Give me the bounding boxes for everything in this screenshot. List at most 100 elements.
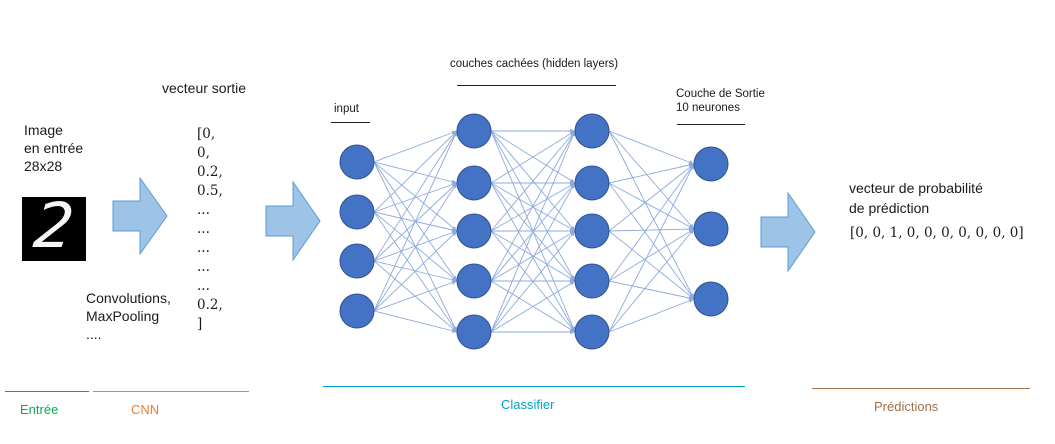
hidden1-neuron <box>456 113 492 149</box>
nn-connection <box>490 182 576 232</box>
nn-connection-arrowhead <box>570 183 575 189</box>
feature-value: [0, <box>197 126 216 142</box>
nn-connection <box>373 130 458 262</box>
nn-connection <box>373 211 458 333</box>
input-label-line-3: 28x28 <box>24 158 63 174</box>
nn-connection <box>373 260 458 333</box>
input-image-label: Image en entrée 28x28 <box>24 121 83 175</box>
nn-connection <box>608 228 695 333</box>
nn-connection <box>490 230 576 333</box>
hidden1-neuron <box>456 263 492 299</box>
feature-value: ] <box>197 316 203 332</box>
nn-connection <box>373 182 458 312</box>
nn-connection <box>608 228 695 282</box>
nn-connection-arrowhead <box>571 131 576 137</box>
hidden2-neuron <box>574 263 610 299</box>
section-label-predictions: Prédictions <box>874 399 939 414</box>
nn-connection <box>608 163 695 232</box>
prediction-title-line-1: vecteur de probabilité <box>849 180 983 196</box>
input-layer-label: input <box>334 103 359 115</box>
nn-connection <box>608 130 695 300</box>
nn-connection <box>608 182 695 300</box>
nn-connection <box>373 230 458 312</box>
output-neuron <box>693 146 729 182</box>
output-layer-label: Couche de Sortie 10 neurones <box>676 87 765 115</box>
hidden-layers-underline <box>457 85 616 86</box>
input-label-line-2: en entrée <box>24 140 84 156</box>
nn-connection <box>608 163 695 184</box>
nn-connection <box>490 280 576 333</box>
output-layer-underline <box>677 124 745 125</box>
feature-value: ... <box>197 240 210 256</box>
output-label-line-1: Couche de Sortie <box>676 88 765 100</box>
nn-connection <box>373 310 458 333</box>
nn-edges <box>373 128 695 335</box>
feature-value: ... <box>197 278 210 294</box>
nn-connection <box>608 230 695 300</box>
nn-connection-arrowhead <box>688 298 694 303</box>
nn-connection <box>608 163 695 282</box>
nn-connection <box>608 280 695 300</box>
prediction-vector: [0, 0, 1, 0, 0, 0, 0, 0, 0, 0] <box>850 225 1024 241</box>
output-label-line-2: 10 neurones <box>676 102 740 114</box>
feature-value: 0.2, <box>197 297 223 313</box>
hidden1-neuron <box>456 213 492 249</box>
nn-connection <box>373 130 458 312</box>
nn-connection <box>373 130 458 163</box>
hidden1-neuron <box>456 314 492 350</box>
input-neuron <box>339 243 375 279</box>
nn-connection <box>490 130 576 232</box>
nn-connection <box>608 130 695 230</box>
hidden2-neuron <box>574 113 610 149</box>
input-neuron <box>339 293 375 329</box>
nn-connection-arrowhead <box>452 131 457 137</box>
nn-connection <box>373 161 458 184</box>
arrow-to-classifier-icon <box>265 181 321 261</box>
input-neuron <box>339 194 375 230</box>
nn-connection <box>373 130 458 213</box>
hidden1-neuron <box>456 165 492 201</box>
nn-connection <box>490 130 576 282</box>
input-label-line-1: Image <box>24 122 63 138</box>
nn-connection <box>373 280 458 312</box>
mnist-digit-image: 2 <box>22 197 86 261</box>
nn-connection-arrowhead <box>452 183 457 189</box>
hidden2-neuron <box>574 314 610 350</box>
cnn-ops-line-1: Convolutions, <box>86 290 171 306</box>
arrow-to-cnn-icon <box>112 177 168 255</box>
prediction-title-line-2: de prédiction <box>849 200 930 216</box>
feature-value: 0.5, <box>197 183 223 199</box>
cnn-ops-label: Convolutions, MaxPooling .... <box>86 289 171 343</box>
section-label-classifier: Classifier <box>501 397 555 412</box>
nn-connection <box>490 130 576 184</box>
nn-connection <box>608 130 695 165</box>
cnn-ops-line-3: .... <box>86 326 102 342</box>
section-label-cnn: CNN <box>131 402 160 417</box>
output-neuron <box>693 211 729 247</box>
nn-connection <box>608 182 695 230</box>
feature-value: ... <box>197 221 210 237</box>
nn-connection <box>608 228 695 232</box>
feature-value: 0, <box>197 145 210 161</box>
section-line-classifier <box>323 386 745 387</box>
arrow-to-prediction-icon <box>760 192 816 272</box>
nn-connection-arrowhead <box>569 281 575 286</box>
feature-value: 0.2, <box>197 164 223 180</box>
nn-connection <box>608 298 695 333</box>
prediction-title: vecteur de probabilité de prédiction <box>849 178 983 218</box>
hidden2-neuron <box>574 165 610 201</box>
nn-connection <box>490 230 576 282</box>
output-neuron <box>693 281 729 317</box>
feature-value: ... <box>197 202 210 218</box>
hidden-layers-label: couches cachées (hidden layers) <box>450 58 619 70</box>
nn-connection <box>373 230 458 262</box>
section-label-entree: Entrée <box>20 402 59 417</box>
section-line-predictions <box>812 388 1030 389</box>
nn-connection <box>373 182 458 213</box>
nn-connection <box>490 130 576 333</box>
input-layer-underline <box>331 122 370 123</box>
nn-connection-arrowhead <box>689 229 694 235</box>
nn-connection <box>490 182 576 333</box>
